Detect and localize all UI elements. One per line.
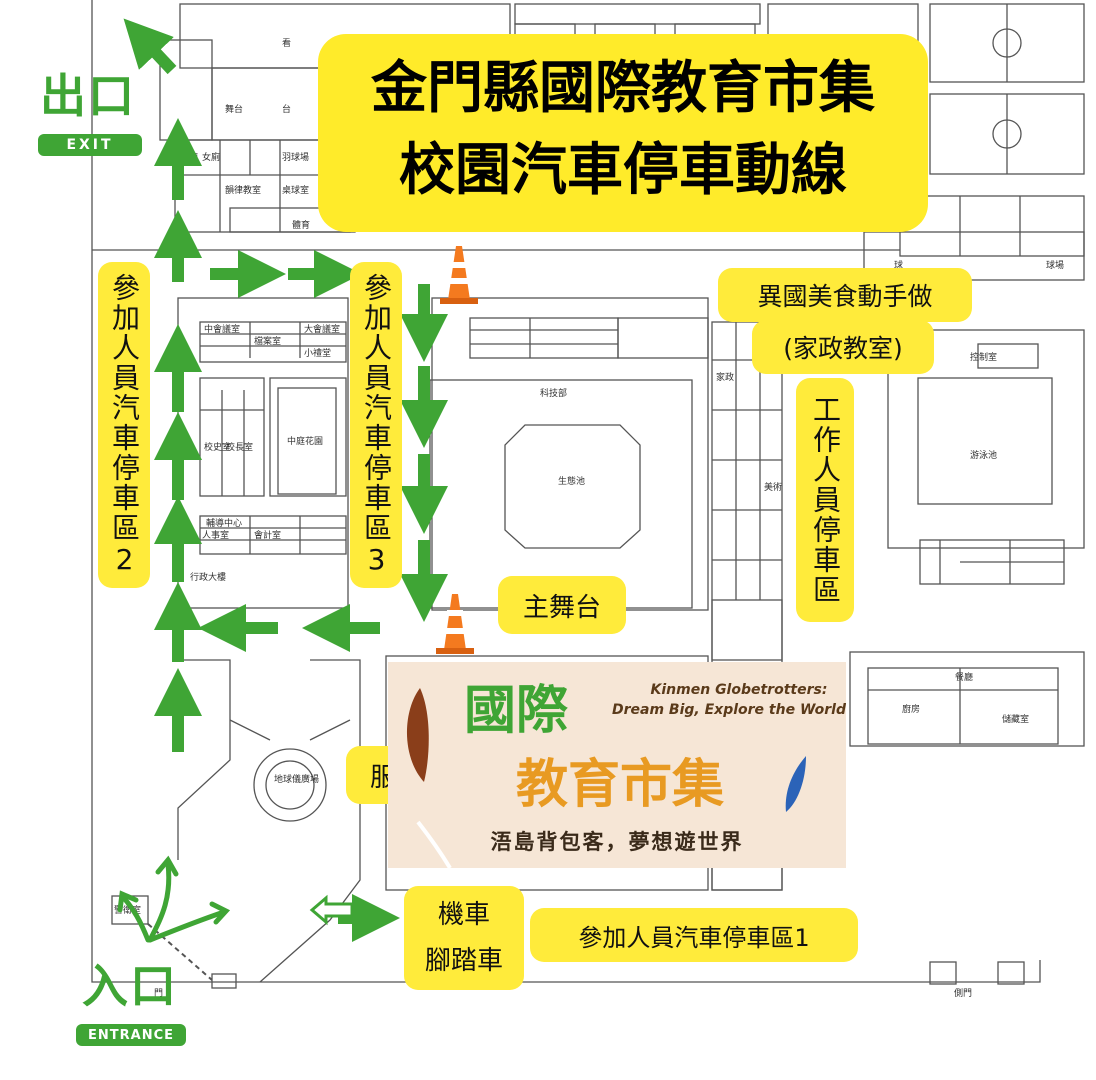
poster-subtitle-1: Kinmen Globetrotters:	[650, 682, 828, 698]
room-ball: 球	[894, 259, 903, 271]
traffic-cone-icon	[440, 246, 478, 304]
bicycle-label: 腳踏車	[424, 946, 503, 976]
food-room-label: (家政教室)	[752, 320, 934, 374]
room-badminton: 羽球場	[282, 151, 309, 163]
room-principal: 校長室	[226, 441, 253, 453]
room-art: 美術	[764, 481, 782, 493]
room-meeting: 中會議室	[204, 323, 240, 335]
room-personnel: 人事室	[202, 529, 229, 541]
poster-tagline: 浯島背包客，夢想遊世界	[490, 830, 744, 854]
room-labels: 看 舞台 台 男廁 女廁 羽球場 韻律教室 桌球室 體育 中會議室 大會議室 檔…	[114, 37, 1064, 999]
main-stage-label: 主舞台	[498, 576, 626, 634]
room-gym: 體育	[292, 219, 310, 231]
poster-decoration: 國際 教育市集	[406, 681, 806, 868]
room-table-tennis: 桌球室	[282, 184, 309, 196]
room-pool: 游泳池	[970, 449, 997, 461]
route-arrows	[123, 18, 448, 942]
room-counsel: 輔導中心	[206, 517, 242, 529]
room-court: 球場	[1046, 259, 1064, 271]
room-kitchen: 廚房	[902, 703, 920, 715]
room-fitness: 韻律教室	[225, 184, 261, 196]
room-dining: 餐廳	[955, 671, 973, 683]
map-title: 金門縣國際教育市集 校園汽車停車動線	[318, 34, 928, 232]
arrow-exit-icon	[123, 18, 177, 75]
title-line2: 校園汽車停車動線	[399, 138, 847, 203]
room-tai: 台	[282, 103, 291, 115]
room-history: 校史室	[204, 441, 231, 453]
room-toilet-w: 女廁	[202, 151, 220, 163]
poster-subtitle: Kinmen Globetrotters: Dream Big, Explore…	[612, 680, 846, 720]
parking-area-2-label: 參加人員汽車停車區2	[98, 262, 150, 588]
exit-label: 出口	[40, 69, 136, 123]
room-science: 科技部	[540, 387, 567, 399]
traffic-cone-icon	[436, 594, 474, 654]
exit-badge: EXIT	[38, 134, 142, 156]
poster-title-1: 國際	[464, 681, 568, 741]
leaf-icon	[406, 688, 429, 782]
food-activity-label: 異國美食動手做	[718, 268, 972, 322]
room-home-ec: 家政	[716, 371, 734, 383]
poster-subtitle-2: Dream Big, Explore the World	[612, 702, 846, 718]
room-stage: 舞台	[225, 103, 243, 115]
two-way-arrow-icon	[309, 894, 354, 926]
room-stage-small: 小禮堂	[304, 347, 331, 359]
room-kan: 看	[282, 37, 291, 49]
room-accounting: 會計室	[254, 529, 281, 541]
room-gate: 門	[154, 988, 163, 999]
room-control: 控制室	[970, 351, 997, 363]
room-pond: 生態池	[558, 475, 585, 487]
scooter-label: 機車	[437, 900, 490, 930]
entrance-badge: ENTRANCE	[76, 1024, 186, 1046]
parking-area-1-label: 參加人員汽車停車區1	[530, 908, 858, 962]
room-globe: 地球儀廣場	[274, 773, 319, 785]
event-poster: 國際 教育市集 Kinmen Globetrotters: Dream Big,…	[388, 662, 846, 868]
scooter-bicycle-label: 機車 腳踏車	[404, 886, 524, 990]
title-line1: 金門縣國際教育市集	[371, 56, 875, 121]
poster-title-2: 教育市集	[516, 755, 724, 815]
room-admin: 行政大樓	[190, 571, 226, 583]
entrance-label: 入口	[82, 959, 178, 1013]
staff-parking-label: 工作人員停車區	[796, 378, 854, 622]
room-storage: 儲藏室	[1002, 713, 1029, 725]
entrance-branch-icon	[147, 861, 172, 943]
room-garden: 中庭花園	[287, 435, 323, 447]
entrance-arrows	[117, 855, 231, 943]
room-side-gate: 側門	[954, 987, 972, 999]
leaf-icon	[785, 756, 806, 812]
room-archive: 檔案室	[254, 335, 281, 347]
room-meeting-l: 大會議室	[304, 323, 340, 335]
parking-area-3-label: 參加人員汽車停車區3	[350, 262, 402, 588]
